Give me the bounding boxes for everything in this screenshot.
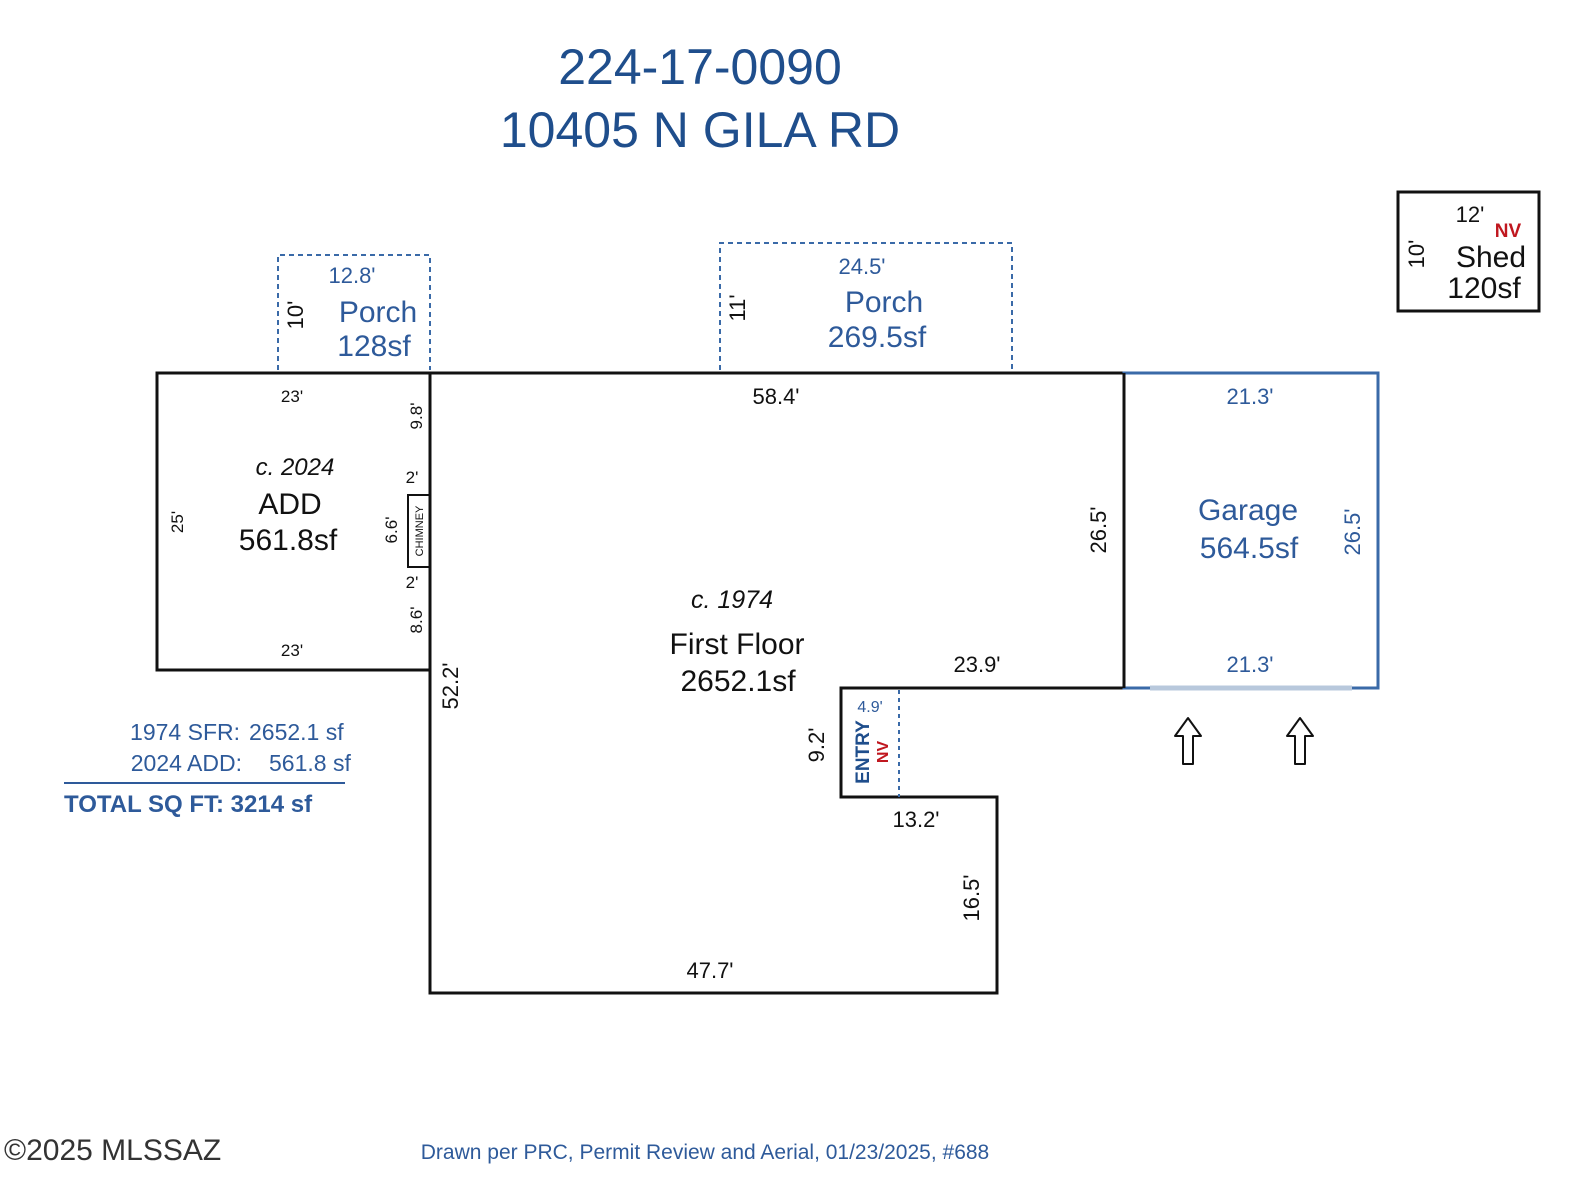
garage-area: 564.5sf (1200, 532, 1299, 565)
entry-dim-height: 9.2' (804, 728, 829, 763)
addition-year: c. 2024 (256, 454, 335, 481)
porch-center-dim-depth: 11' (725, 294, 750, 321)
first-floor-label: First Floor (670, 628, 805, 661)
shed-nv-tag: NV (1495, 221, 1522, 242)
shed-label: Shed (1456, 241, 1526, 274)
summary-line2-label: 2024 ADD: (131, 750, 242, 776)
chimney-label: CHIMNEY (414, 505, 426, 556)
copyright-watermark: ©2025 MLSSAZ (4, 1134, 221, 1167)
entry-nv-tag: NV (875, 741, 892, 764)
addition-dim-seg1: 9.8' (407, 403, 426, 430)
addition-dim-seg3: 6.6' (382, 517, 401, 544)
porch-center-outline (719, 242, 1013, 370)
first-floor-dim-lower-right: 16.5' (959, 874, 984, 921)
addition-area: 561.8sf (239, 524, 338, 557)
first-floor-area: 2652.1sf (680, 665, 796, 698)
porch-left-label: Porch (339, 296, 417, 329)
first-floor-year: c. 1974 (691, 586, 773, 614)
addition-dim-seg4: 2' (406, 573, 419, 592)
addition-label: ADD (258, 488, 321, 521)
parcel-number: 224-17-0090 (558, 39, 842, 95)
shed-dim-depth: 10' (1404, 240, 1429, 269)
garage-arrow-up-icon (1286, 717, 1314, 765)
porch-center-label: Porch (845, 286, 923, 319)
porch-left-dim-depth: 10' (283, 301, 308, 330)
first-floor-dim-right: 26.5' (1086, 506, 1111, 553)
first-floor-dim-notch: 13.2' (892, 807, 939, 832)
garage-arrow-up-icon (1174, 717, 1202, 765)
footer-note: Drawn per PRC, Permit Review and Aerial,… (421, 1141, 989, 1164)
address: 10405 N GILA RD (500, 102, 900, 158)
garage-label: Garage (1198, 494, 1298, 527)
garage-dim-top: 21.3' (1226, 384, 1273, 409)
first-floor-dim-left: 52.2' (438, 662, 463, 709)
shed-outline (1396, 190, 1541, 313)
shed-area: 120sf (1447, 272, 1521, 305)
addition-outline (155, 371, 430, 672)
first-floor-dim-bottom: 47.7' (686, 958, 733, 983)
summary-line2-value: 561.8 sf (269, 750, 351, 776)
garage-dim-right: 26.5' (1340, 508, 1365, 555)
addition-dim-left: 25' (168, 511, 187, 533)
porch-center-area: 269.5sf (828, 321, 927, 354)
entry-label: ENTRY (853, 720, 874, 784)
addition-dim-seg5: 8.6' (407, 607, 426, 634)
addition-dim-top: 23' (281, 387, 303, 406)
porch-left-dim-width: 12.8' (328, 263, 375, 288)
summary-line1-value: 2652.1 sf (249, 719, 344, 745)
addition-dim-bottom: 23' (281, 641, 303, 660)
addition-dim-seg2: 2' (406, 468, 419, 487)
porch-left-outline (277, 254, 431, 370)
porch-center-dim-width: 24.5' (838, 254, 885, 279)
summary-line1-label: 1974 SFR: (130, 719, 240, 745)
summary-total: TOTAL SQ FT: 3214 sf (64, 791, 313, 818)
garage-dim-bottom: 21.3' (1226, 652, 1273, 677)
entry-dim-width: 4.9' (857, 699, 882, 716)
shed-dim-width: 12' (1456, 202, 1485, 227)
porch-left-area: 128sf (337, 330, 411, 363)
first-floor-dim-top: 58.4' (752, 384, 799, 409)
first-floor-dim-step: 23.9' (953, 652, 1000, 677)
